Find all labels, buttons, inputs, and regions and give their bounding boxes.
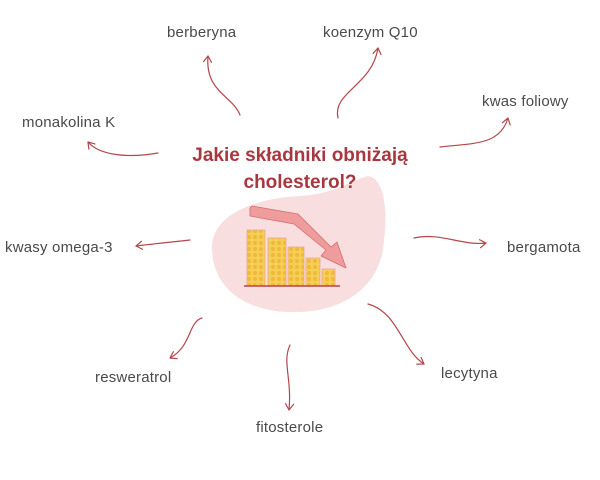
node-fitosterole: fitosterole: [256, 419, 324, 436]
node-bergamota: bergamota: [507, 239, 581, 256]
title-line-1: Jakie składniki obniżają: [192, 145, 408, 166]
node-monakolina-k: monakolina K: [22, 114, 116, 131]
node-resweratrol: resweratrol: [95, 369, 172, 386]
title-line-2: cholesterol?: [243, 172, 357, 193]
arrow-berberyna: [202, 55, 241, 116]
arrow-fitosterole: [284, 344, 295, 411]
arrow-koenzym: [336, 47, 382, 119]
arrow-lecytyna: [367, 303, 425, 365]
arrow-omega: [135, 239, 191, 250]
arrow-monakolina: [87, 141, 159, 157]
declining-bar-chart-icon: [244, 205, 347, 287]
background-blob: [211, 176, 386, 313]
node-koenzym-q10: koenzym Q10: [323, 24, 418, 41]
node-kwasy-omega-3: kwasy omega-3: [5, 239, 113, 256]
page-title: Jakie składniki obniżają cholesterol?: [150, 142, 450, 196]
node-lecytyna: lecytyna: [441, 365, 498, 382]
node-kwas-foliowy: kwas foliowy: [482, 93, 569, 110]
arrow-bergamota: [413, 235, 487, 249]
arrow-resweratrol: [169, 317, 203, 360]
node-berberyna: berberyna: [167, 24, 237, 41]
arrow-kwas-foliowy: [439, 117, 511, 148]
